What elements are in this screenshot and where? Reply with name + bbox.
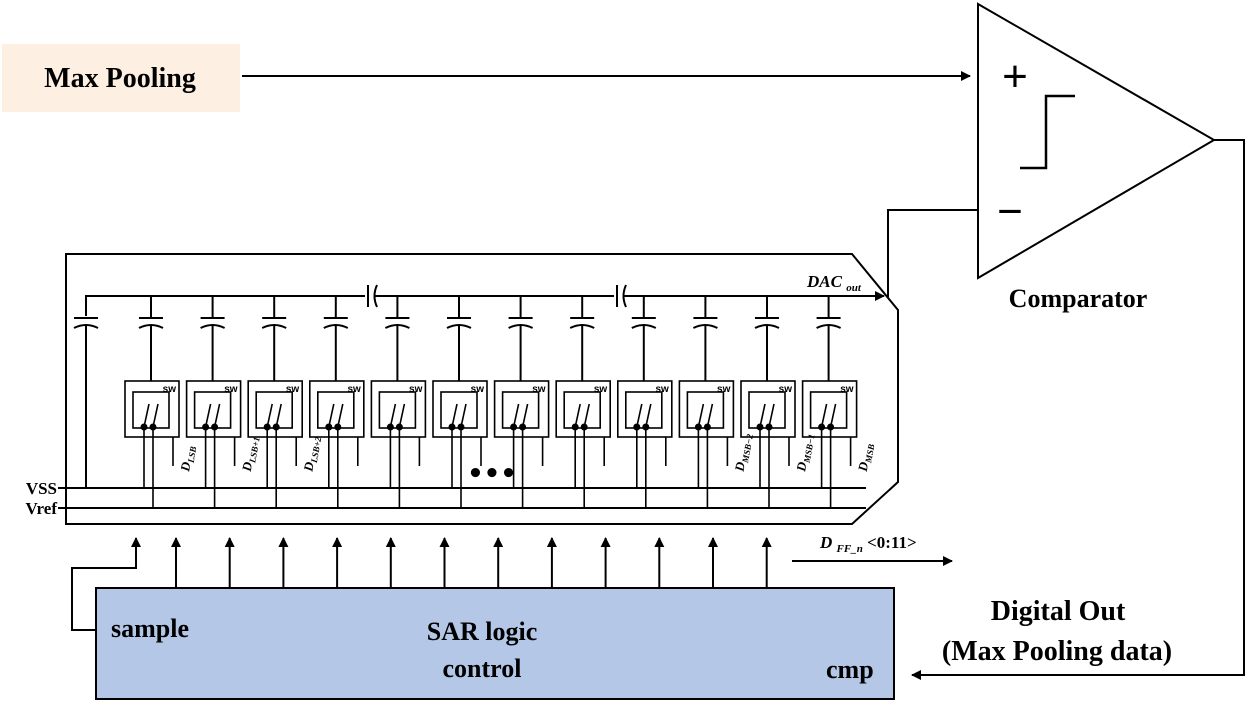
sar-cmp-label: cmp <box>826 655 874 684</box>
comparator-label: Comparator <box>1009 284 1148 313</box>
dac-to-comparator-wire <box>880 209 978 297</box>
dac-cell: sw <box>616 296 673 508</box>
dac-cell: sw <box>432 296 488 508</box>
vref-rail-label: Vref <box>26 499 58 518</box>
dac-cell: sw <box>740 296 796 508</box>
dac-cell: sw <box>801 296 858 508</box>
dac-cell: sw <box>493 296 550 508</box>
dff-output-range: <0:11> <box>867 533 917 552</box>
digital-out-line1: Digital Out <box>991 596 1126 627</box>
dac-bit-label: DMSB <box>855 442 877 474</box>
digital-out-line2: (Max Pooling data) <box>942 636 1172 667</box>
switch-label: sw <box>471 384 485 395</box>
dff-output-label: D FF_n <0:11> <box>819 533 917 556</box>
dac-cell: sw <box>555 296 612 508</box>
dac-ellipsis: ••• <box>467 459 517 489</box>
dac-bit-label: DLSB+1 <box>239 435 262 474</box>
comparator-triangle <box>977 2 1216 280</box>
sar-sample-label: sample <box>111 614 189 643</box>
sample-wire <box>71 537 141 631</box>
dac-cell: sw <box>247 296 303 508</box>
dac-cell-array: sw sw sw sw sw sw sw sw sw sw sw sw <box>124 296 858 508</box>
switch-label: sw <box>655 384 669 395</box>
dff-output-base: D <box>819 533 832 552</box>
dac-cell: sw <box>124 296 180 508</box>
dac-block: DAC out sw sw sw sw sw sw sw sw sw sw sw sw VSS Vre… <box>26 253 899 525</box>
dac-output-sub: out <box>846 282 862 294</box>
dac-cell: sw <box>370 296 427 508</box>
dummy-capacitor <box>73 317 99 488</box>
switch-label: sw <box>717 384 731 395</box>
switch-label: sw <box>286 384 300 395</box>
dac-output-base: DAC <box>806 272 843 291</box>
vss-rail-label: VSS <box>26 479 57 498</box>
dff-output: D FF_n <0:11> <box>792 533 953 566</box>
switch-label: sw <box>163 384 177 395</box>
dac-bit-label: DLSB+2 <box>300 434 323 473</box>
sar-title-line1: SAR logic <box>427 617 538 646</box>
dac-top-bus-left <box>85 295 365 316</box>
control-arrow-array <box>171 537 772 588</box>
sar-logic-block: sample SAR logic control cmp <box>95 587 895 700</box>
switch-label: sw <box>840 384 854 395</box>
max-pooling-box <box>2 44 240 112</box>
max-pooling-block: Max Pooling <box>2 44 240 112</box>
sar-logic-box <box>95 587 895 700</box>
bridge-capacitor-2 <box>616 284 627 308</box>
dac-cell: sw <box>308 296 365 508</box>
dac-cell: sw <box>185 296 242 508</box>
dac-output-label: DAC out <box>806 272 862 294</box>
comparator-minus-sign: − <box>997 187 1023 236</box>
digital-out-label: Digital Out (Max Pooling data) <box>942 596 1172 667</box>
switch-label: sw <box>594 384 608 395</box>
switch-label: sw <box>532 384 546 395</box>
dac-cell: sw <box>678 296 735 508</box>
switch-label: sw <box>224 384 238 395</box>
switch-label: sw <box>779 384 793 395</box>
dff-output-sub: FF_n <box>836 543 863 555</box>
comparator-step-symbol <box>1020 94 1075 170</box>
sar-title-line2: control <box>443 654 522 683</box>
comparator-plus-sign: + <box>1002 52 1028 101</box>
comparator-output-feedback-wire <box>911 139 1245 680</box>
comparator: + − Comparator <box>977 2 1216 313</box>
dac-bit-label: DLSB <box>177 444 198 473</box>
bridge-capacitor-1 <box>367 284 378 308</box>
switch-label: sw <box>347 384 361 395</box>
switch-label: sw <box>409 384 423 395</box>
max-pooling-label: Max Pooling <box>44 63 196 94</box>
